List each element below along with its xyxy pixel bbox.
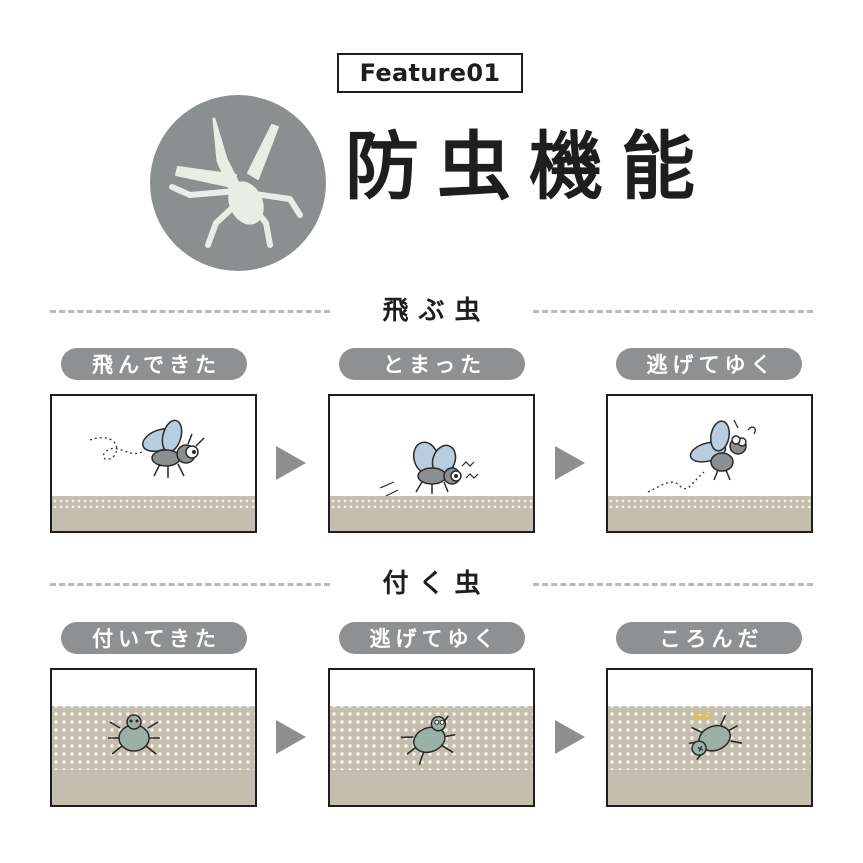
fly-icon xyxy=(141,419,205,478)
illustration-fly-arriving xyxy=(50,394,257,533)
fly-icon xyxy=(689,419,756,481)
fly-icon xyxy=(412,441,462,494)
halo-icon xyxy=(693,712,711,720)
arrow-right-icon xyxy=(276,446,306,480)
illustration-fly-landed xyxy=(328,394,535,533)
step-label: 逃げてゆく xyxy=(339,622,525,654)
mite-icon xyxy=(688,714,743,761)
arrow-right-icon xyxy=(555,446,585,480)
illustration-fly-escaping xyxy=(606,394,813,533)
arrow-right-icon xyxy=(555,720,585,754)
illustration-mite-arriving xyxy=(50,668,257,807)
section-title: 付く虫 xyxy=(382,569,491,599)
arrow-right-icon xyxy=(276,720,306,754)
divider xyxy=(50,310,330,313)
page-title: 防虫機能 xyxy=(345,124,713,210)
step-label: 付いてきた xyxy=(61,622,247,654)
section-header-flying: 飛ぶ虫 xyxy=(50,295,813,327)
mite-icon xyxy=(108,714,160,755)
feature-tag: Feature01 xyxy=(337,53,523,93)
step-label: 飛んできた xyxy=(61,348,247,380)
divider xyxy=(533,583,813,586)
section-header-crawling: 付く虫 xyxy=(50,568,813,600)
section-title: 飛ぶ虫 xyxy=(382,296,491,326)
mite-icon xyxy=(400,715,456,765)
illustration-mite-fallen xyxy=(606,668,813,807)
divider xyxy=(533,310,813,313)
step-label: 逃げてゆく xyxy=(616,348,802,380)
step-label: ころんだ xyxy=(616,622,802,654)
illustration-mite-escaping xyxy=(328,668,535,807)
divider xyxy=(50,583,330,586)
step-label: とまった xyxy=(339,348,525,380)
mosquito-icon xyxy=(150,95,326,271)
